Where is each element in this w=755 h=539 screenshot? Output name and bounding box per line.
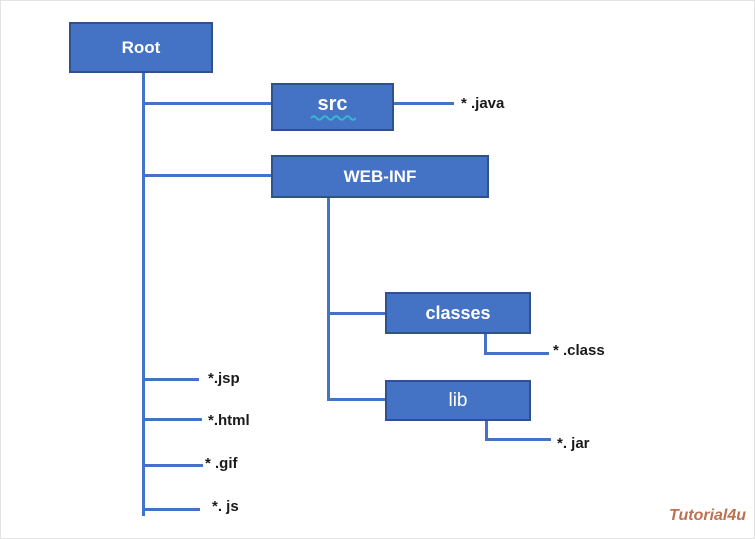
leader-line-java (394, 102, 454, 105)
tick-line-gif (144, 464, 203, 467)
file-label-class: * .class (553, 342, 605, 359)
branch-line-classes (327, 312, 385, 315)
branch-line-src (144, 102, 271, 105)
node-root-label: Root (121, 37, 161, 57)
node-classes-label: classes (425, 302, 491, 323)
node-lib-label: lib (448, 389, 468, 411)
node-src: src (271, 83, 394, 131)
node-lib: lib (385, 380, 531, 421)
watermark-tutorial4u: Tutorial4u (669, 507, 747, 524)
node-webinf-label: WEB-INF (343, 166, 417, 186)
tick-line-jsp (144, 378, 199, 381)
node-webinf: WEB-INF (271, 155, 489, 198)
branch-line-lib (327, 398, 385, 401)
file-label-jar: *. jar (557, 435, 590, 452)
src-spellcheck-squiggle-icon (309, 115, 356, 121)
classes-leader-horizontal (484, 352, 549, 355)
lib-leader-horizontal (485, 438, 551, 441)
branch-line-webinf (144, 174, 271, 177)
node-src-label: src (317, 93, 348, 115)
file-label-java: * .java (461, 95, 505, 112)
lib-leader-vertical (485, 421, 488, 441)
file-label-gif: * .gif (205, 455, 238, 472)
tick-line-html (144, 418, 202, 421)
file-label-jsp: *.jsp (208, 370, 240, 387)
node-classes: classes (385, 292, 531, 334)
node-root: Root (69, 22, 213, 73)
file-label-js: *. js (212, 498, 239, 515)
file-label-html: *.html (208, 412, 250, 429)
root-trunk-line (142, 73, 145, 516)
tick-line-js (144, 508, 200, 511)
classes-leader-vertical (484, 334, 487, 355)
webinf-trunk-line (327, 198, 330, 401)
